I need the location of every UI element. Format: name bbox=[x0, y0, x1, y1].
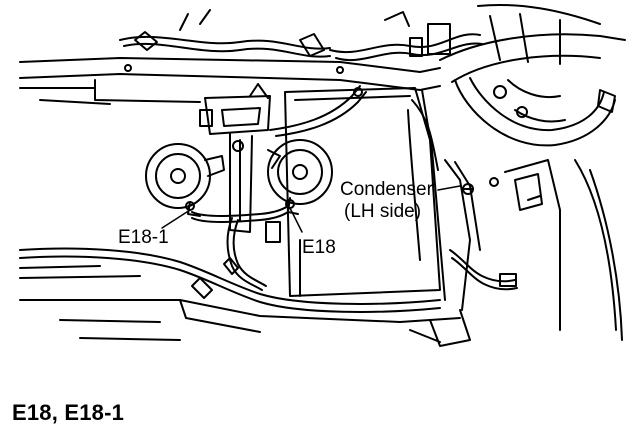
horn-wiring bbox=[191, 205, 289, 291]
horn-bracket bbox=[199, 83, 271, 233]
right-fender-structure bbox=[439, 3, 626, 147]
condenser-frame bbox=[284, 87, 446, 301]
radiator-harness bbox=[269, 85, 367, 137]
condenser-bracket bbox=[409, 159, 518, 347]
core-support-top-rail bbox=[19, 57, 441, 105]
upper-wiring-harness bbox=[119, 9, 483, 62]
lower-support bbox=[19, 247, 461, 341]
fastener-symbols bbox=[462, 183, 474, 195]
condenser-label-line2: (LH side) bbox=[344, 201, 422, 222]
right-side-panel bbox=[489, 159, 623, 341]
horn-e18-label: E18 bbox=[302, 237, 336, 258]
connector-caption: E18, E18-1 bbox=[12, 400, 125, 425]
condenser-label-line1: Condenser bbox=[340, 179, 433, 200]
horn-e18-1-label: E18-1 bbox=[118, 227, 169, 248]
leader-lines bbox=[161, 185, 461, 233]
horn-e18-1 bbox=[145, 143, 225, 217]
horn-e18 bbox=[267, 139, 333, 215]
